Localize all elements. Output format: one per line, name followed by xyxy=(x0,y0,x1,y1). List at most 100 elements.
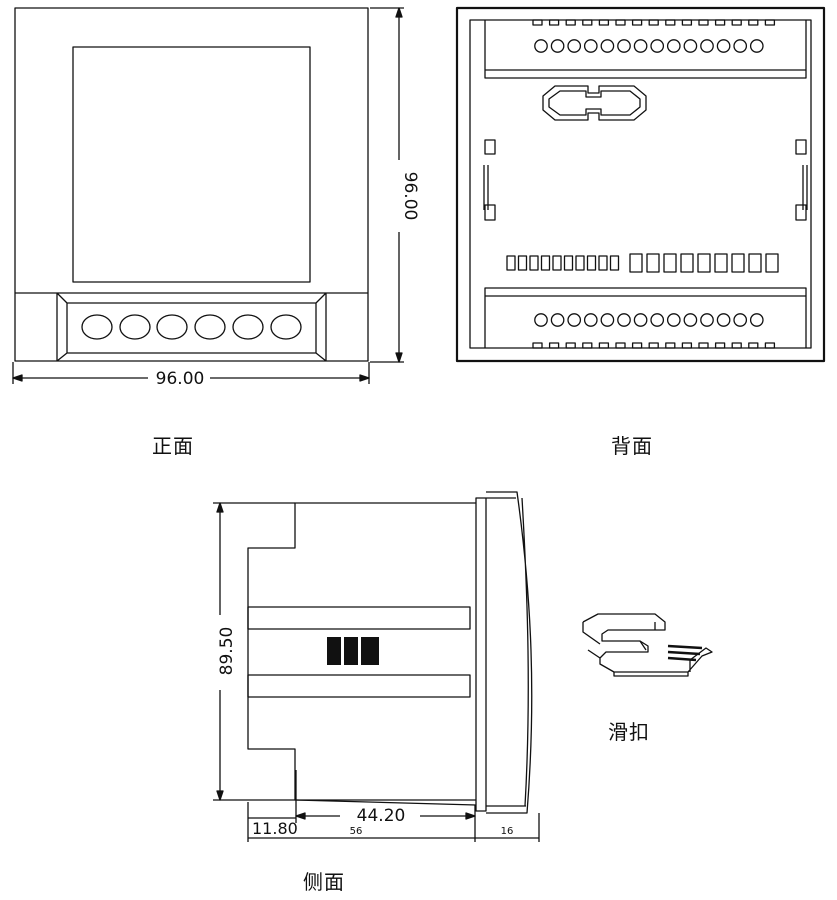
connector-tooth xyxy=(548,19,560,26)
terminal-hole xyxy=(733,39,748,53)
front-display-screen xyxy=(72,46,311,283)
terminal-hole xyxy=(716,39,731,53)
connector-tooth xyxy=(565,342,576,349)
terminal-hole xyxy=(583,39,598,53)
side-body-label: 44.20 xyxy=(357,806,406,826)
signal-pin xyxy=(714,253,728,273)
back-outer-frame xyxy=(455,6,826,363)
front-buttons xyxy=(81,314,302,340)
connector-tooth xyxy=(598,342,610,349)
terminal-hole xyxy=(633,39,648,53)
connector-tooth xyxy=(681,19,693,26)
connector-tooth xyxy=(681,342,693,349)
side-height-label: 89.50 xyxy=(217,627,237,676)
connector-tooth xyxy=(631,342,643,349)
side-upper-rail xyxy=(247,606,471,630)
signal-pin xyxy=(646,253,660,273)
terminal-hole xyxy=(733,313,748,327)
front-height-dimension: 96.00 xyxy=(370,7,420,363)
connector-tooth xyxy=(582,342,593,349)
back-terminal-strip-bottom xyxy=(484,287,807,348)
signal-pin xyxy=(765,253,779,273)
terminal-hole xyxy=(633,313,648,327)
side-total-depth-label: 56 xyxy=(350,826,363,837)
slide-clip-caption: 滑扣 xyxy=(608,720,650,744)
connector-tooth xyxy=(698,342,709,349)
connector-tooth xyxy=(648,342,659,349)
back-view xyxy=(455,6,826,363)
terminal-hole xyxy=(700,313,714,327)
signal-pin xyxy=(609,255,620,271)
connector-tooth xyxy=(731,342,742,349)
front-width-label: 96.00 xyxy=(156,369,205,389)
front-height-label: 96.00 xyxy=(400,172,420,221)
back-bottom-connector-teeth xyxy=(532,342,776,349)
front-view-caption: 正面 xyxy=(152,434,194,458)
front-view: 96.00 96.00 xyxy=(12,7,420,389)
side-lower-rail xyxy=(247,674,471,698)
connector-tooth xyxy=(598,19,610,26)
connector-tooth xyxy=(532,19,543,26)
connector-tooth xyxy=(698,19,709,26)
terminal-hole xyxy=(700,39,714,53)
signal-pin xyxy=(563,255,574,271)
front-width-dimension: 96.00 xyxy=(12,362,370,389)
connector-tooth xyxy=(764,342,776,349)
signal-pin xyxy=(697,253,711,273)
back-top-connector-teeth xyxy=(532,19,776,26)
terminal-hole xyxy=(749,313,764,327)
connector-tooth xyxy=(748,342,759,349)
connector-tooth xyxy=(532,342,543,349)
side-bezel-label: 16 xyxy=(501,826,514,837)
front-keypad-bezel xyxy=(15,292,368,362)
signal-pin xyxy=(748,253,762,273)
connector-tooth xyxy=(631,19,643,26)
terminal-hole xyxy=(567,313,582,327)
signal-pin xyxy=(680,253,694,273)
connector-tooth xyxy=(582,19,593,26)
back-mounting-latches xyxy=(483,139,808,221)
signal-pin xyxy=(575,255,585,271)
side-front-lip-label: 11.80 xyxy=(252,819,298,838)
signal-pin xyxy=(731,253,745,273)
connector-tooth xyxy=(548,342,560,349)
signal-pin xyxy=(598,255,608,271)
connector-tooth xyxy=(748,19,759,26)
signal-pin xyxy=(552,255,562,271)
side-depth-dimensions: 11.80 44.20 56 16 xyxy=(247,770,540,842)
side-view: 89.50 11.80 44.20 56 16 xyxy=(213,491,540,842)
back-signal-terminals xyxy=(506,253,779,273)
terminal-hole xyxy=(617,313,631,327)
terminal-hole xyxy=(716,313,731,327)
terminal-hole xyxy=(534,39,548,53)
connector-tooth xyxy=(764,19,776,26)
terminal-hole xyxy=(617,39,631,53)
signal-pin xyxy=(663,253,677,273)
connector-tooth xyxy=(714,19,726,26)
slide-clip-part xyxy=(582,613,713,677)
terminal-hole xyxy=(650,39,665,53)
signal-pin xyxy=(529,255,539,271)
front-button-3 xyxy=(156,314,188,340)
terminal-hole xyxy=(666,39,681,53)
side-view-caption: 侧面 xyxy=(303,870,345,894)
terminal-hole xyxy=(650,313,665,327)
front-button-2 xyxy=(119,314,151,340)
terminal-hole xyxy=(683,313,698,327)
back-bottom-terminals xyxy=(534,313,764,327)
terminal-hole xyxy=(550,39,565,53)
connector-tooth xyxy=(665,19,676,26)
side-body-profile xyxy=(247,502,476,801)
signal-pin xyxy=(586,255,597,271)
signal-pin xyxy=(629,253,643,273)
front-panel-outline xyxy=(14,7,369,362)
side-height-dimension: 89.50 xyxy=(213,502,295,801)
back-inner-frame xyxy=(469,19,812,349)
front-button-6 xyxy=(270,314,302,340)
terminal-hole xyxy=(600,39,615,53)
terminal-hole xyxy=(683,39,698,53)
back-view-caption: 背面 xyxy=(611,434,653,458)
terminal-hole xyxy=(567,39,582,53)
signal-pin xyxy=(506,255,516,271)
